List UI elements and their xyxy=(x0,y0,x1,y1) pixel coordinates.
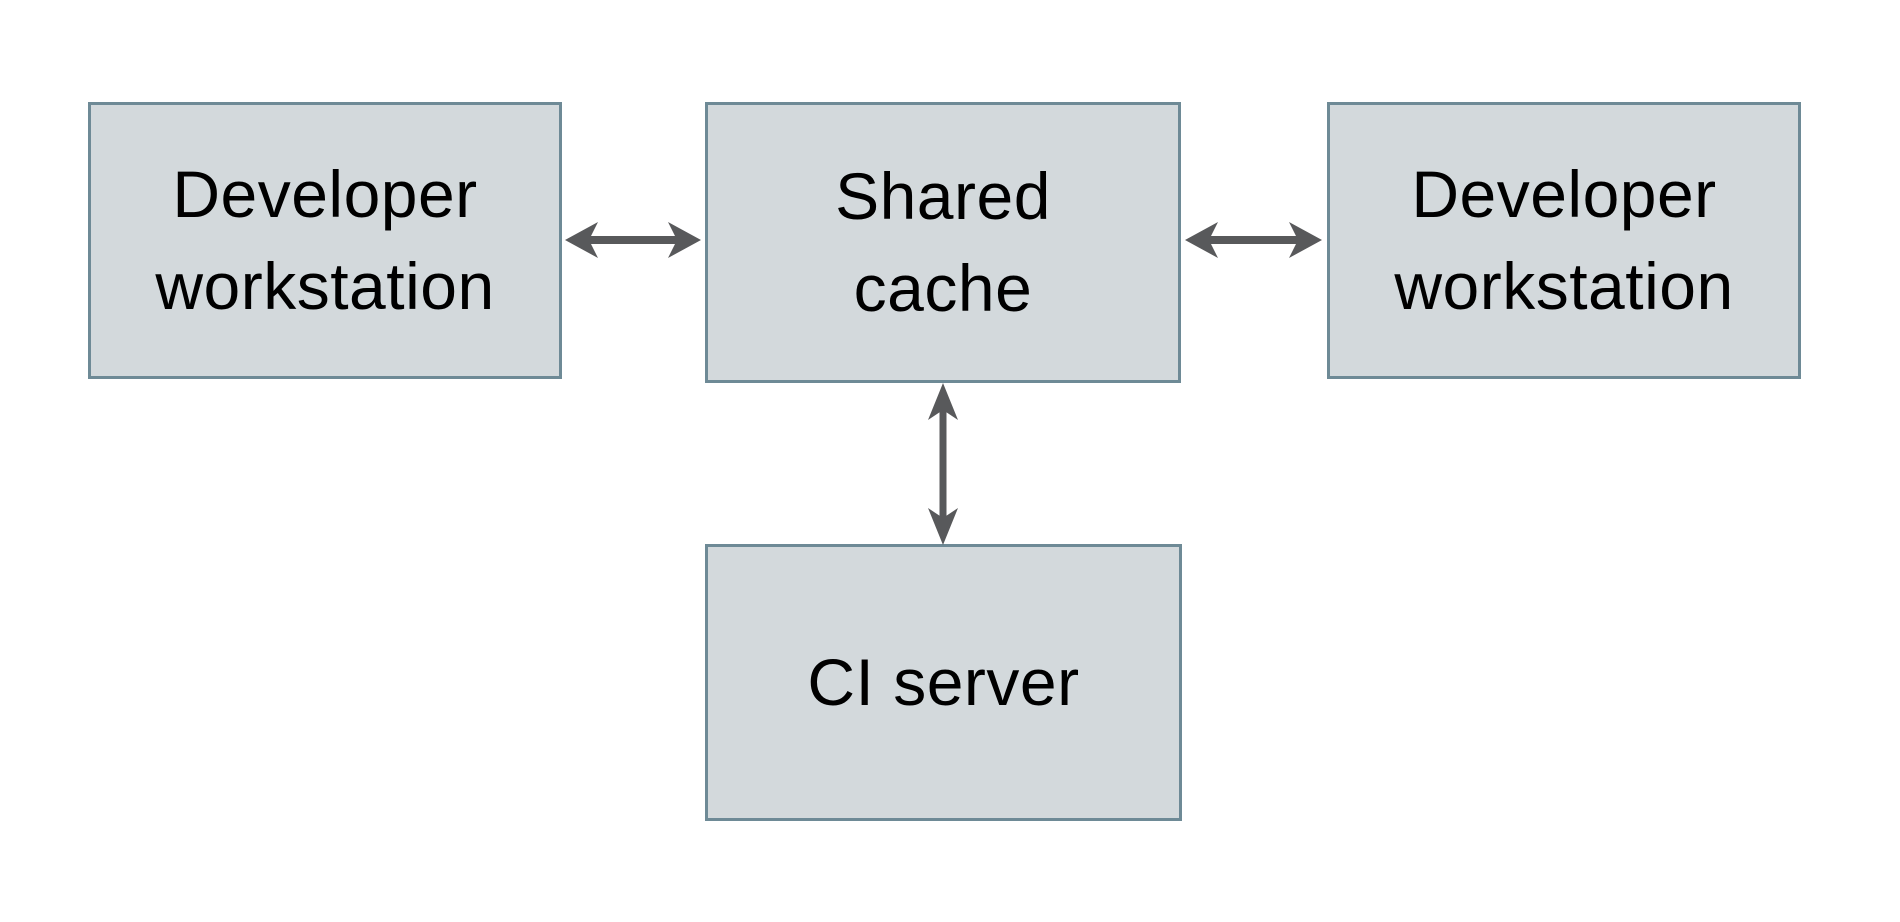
node-developer-workstation-left: Developer workstation xyxy=(88,102,562,379)
node-label-line: cache xyxy=(853,250,1033,325)
node-label: Developer workstation xyxy=(1394,149,1733,331)
node-label-line: Developer xyxy=(1411,157,1717,232)
node-label: CI server xyxy=(807,637,1079,728)
node-developer-workstation-right: Developer workstation xyxy=(1327,102,1801,379)
double-arrow-devleft-cache xyxy=(565,222,701,258)
node-label-line: Developer xyxy=(172,157,478,232)
node-label-line: workstation xyxy=(1394,248,1734,323)
node-ci-server: CI server xyxy=(705,544,1182,821)
double-arrow-cache-devright xyxy=(1185,222,1322,258)
node-label: Developer workstation xyxy=(155,149,494,331)
node-label-line: CI server xyxy=(807,644,1080,719)
node-label-line: Shared xyxy=(835,159,1051,234)
node-label-line: workstation xyxy=(155,248,495,323)
node-shared-cache: Shared cache xyxy=(705,102,1181,383)
node-label: Shared cache xyxy=(835,151,1051,333)
double-arrow-cache-ci xyxy=(928,383,958,545)
